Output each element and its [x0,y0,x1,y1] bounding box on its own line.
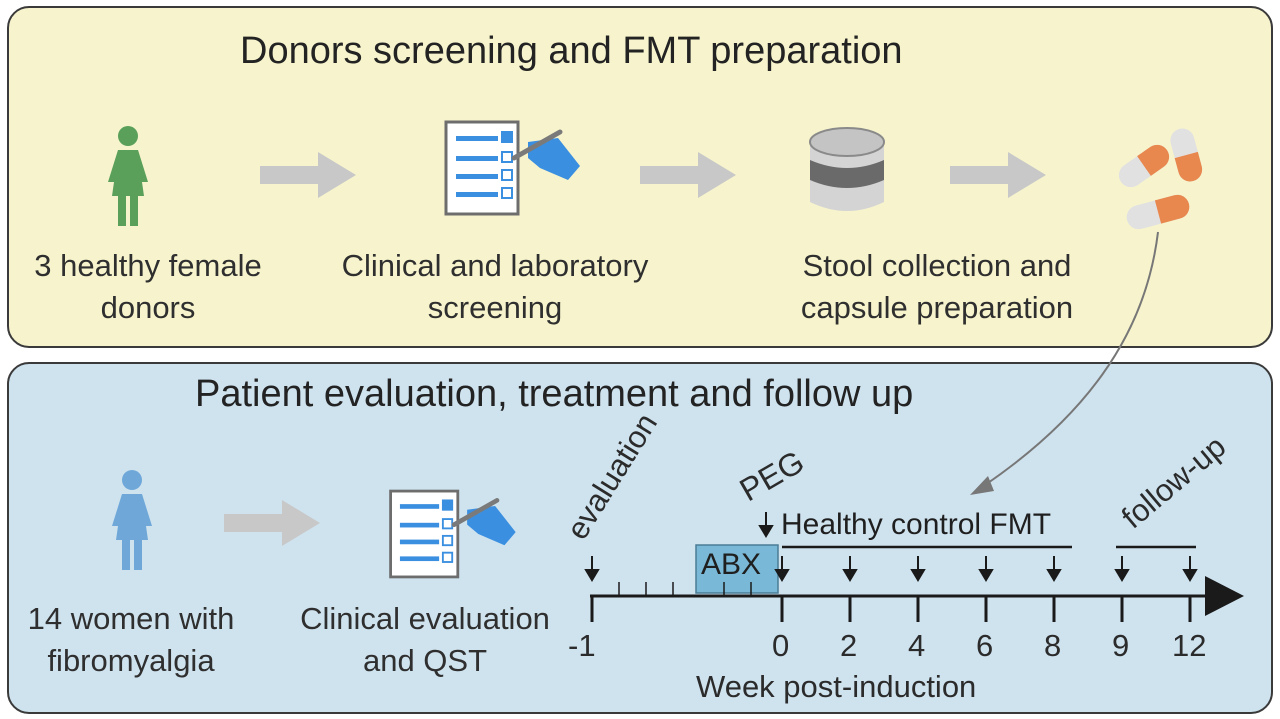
capsules-icon [1118,128,1203,230]
down-arrow-icon [1046,556,1062,582]
tick-label: 4 [908,628,926,663]
bottom-panel-title: Patient evaluation, treatment and follow… [195,373,914,415]
clipboard-checklist-icon [389,489,516,579]
abx-label: ABX [701,548,762,581]
tick-label: 9 [1112,628,1130,663]
tick-label: 12 [1172,628,1207,663]
down-arrow-icon [1114,556,1130,582]
down-arrow-icon [978,556,994,582]
tick-label: 0 [772,628,790,663]
down-arrow-icon [1182,556,1198,582]
tick-label: 8 [1044,628,1062,663]
down-arrow-icon [774,556,790,582]
flow-arrow-icon [260,152,356,198]
tick-label: 2 [840,628,858,663]
abx-box [695,544,779,594]
down-arrow-icon [584,556,600,582]
flow-arrow-icon [950,152,1046,198]
patient-female-icon [112,470,152,570]
stool-container-icon [809,127,885,211]
down-arrow-icon [910,556,926,582]
tick-label: 6 [976,628,994,663]
down-arrow-icon [842,556,858,582]
flow-arrow-icon [640,152,736,198]
timeline-arrowhead [1205,576,1244,616]
down-arrow-icon [758,512,774,538]
axis-title: Week post-induction [696,669,977,704]
top-panel-title: Donors screening and FMT preparation [240,30,903,72]
flow-arrow-icon [224,500,320,546]
clipboard-checklist-icon [444,120,580,216]
fmt-label: Healthy control FMT [781,508,1052,541]
donor-female-icon [108,126,148,226]
tick-label: -1 [568,628,596,663]
